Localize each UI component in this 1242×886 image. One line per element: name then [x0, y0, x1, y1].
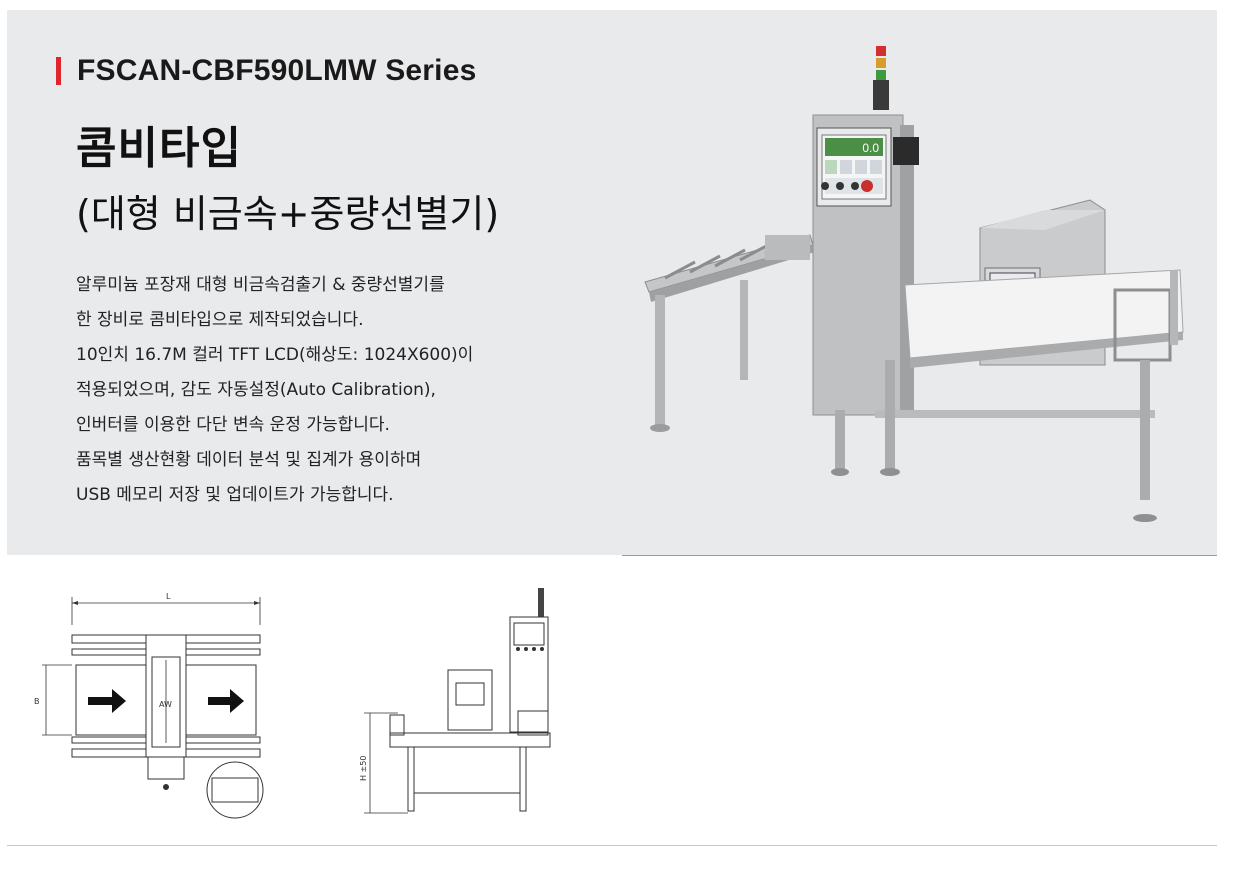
description-line: 10인치 16.7M 컬러 TFT LCD(해상도: 1024X600)이 — [76, 345, 474, 365]
description-line: 알루미늄 포장재 대형 비금속검출기 & 중량선별기를 — [76, 275, 445, 295]
description-line: USB 메모리 저장 및 업데이트가 가능합니다. — [76, 485, 394, 505]
side-view-drawing: H ±50 — [359, 588, 551, 814]
description-line: 인버터를 이용한 다단 변속 운정 가능합니다. — [76, 415, 390, 435]
series-name: FSCAN-CBF590LMW Series — [77, 54, 477, 87]
width-dimension-label: B — [34, 697, 40, 706]
description-line: 한 장비로 콤비타입으로 제작되었습니다. — [76, 310, 364, 330]
screen-reading: 0.0 — [862, 141, 879, 155]
product-image: 0.0 ST — [644, 46, 1184, 522]
aperture-dimension-label: AW — [159, 700, 172, 709]
description: 알루미늄 포장재 대형 비금속검출기 & 중량선별기를 한 장비로 콤비타입으로… — [76, 268, 596, 513]
length-dimension-label: L — [166, 592, 171, 601]
description-line: 적용되었으며, 감도 자동설정(Auto Calibration), — [76, 380, 436, 400]
series-heading: FSCAN-CBF590LMW Series — [56, 54, 476, 88]
page-title: 콤비타입 — [76, 123, 242, 174]
divider — [622, 555, 1217, 556]
description-line: 품목별 생산현황 데이터 분석 및 집계가 용이하며 — [76, 450, 422, 470]
page-subtitle: (대형 비금속+중량선별기) — [76, 192, 500, 236]
accent-bar — [56, 57, 61, 85]
height-dimension-label: H ±50 — [359, 756, 368, 781]
top-view-drawing: L B AW — [34, 592, 264, 819]
bottom-divider — [7, 845, 1217, 846]
